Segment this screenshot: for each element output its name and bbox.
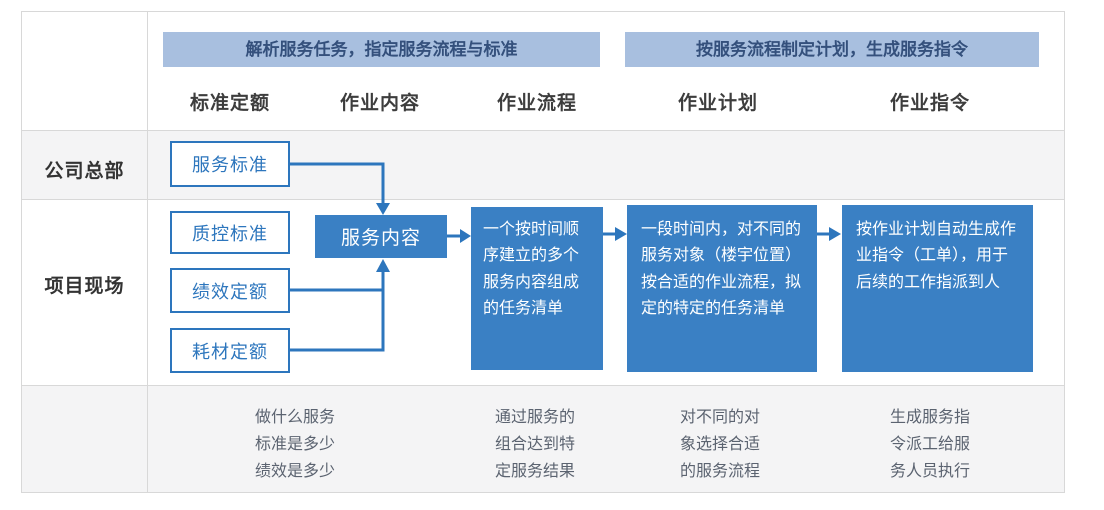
footnote-quota: 做什么服务 标准是多少 绩效是多少 [254, 409, 336, 480]
row-label-headquarters: 公司总部 [44, 161, 125, 182]
box-work-plan-description: 一段时间内，对不同的服务对象（楼宇位置）按合适的作业流程，拟定的特定的任务清单 [627, 205, 817, 372]
grid-line-horizontal-1 [21, 130, 1065, 131]
box-service-standard: 服务标准 [170, 141, 290, 187]
grid-line-vertical [147, 11, 148, 493]
column-header-work-content: 作业内容 [339, 93, 421, 114]
footnote-process: 通过服务的 组合达到特 定服务结果 [494, 409, 576, 480]
column-header-work-order: 作业指令 [889, 93, 971, 114]
row-label-project-site: 项目现场 [44, 276, 125, 297]
box-consumable-quota: 耗材定额 [170, 328, 290, 373]
grid-line-horizontal-2 [21, 199, 1065, 200]
box-work-process-description: 一个按时间顺序建立的多个服务内容组成的任务清单 [471, 207, 603, 370]
box-service-content: 服务内容 [315, 215, 447, 258]
footnote-order: 生成服务指 令派工给服 务人员执行 [889, 409, 971, 480]
footnote-row-background [22, 386, 1064, 492]
header-band-make-plan: 按服务流程制定计划，生成服务指令 [625, 32, 1039, 67]
header-band-parse-tasks: 解析服务任务，指定服务流程与标准 [163, 32, 600, 67]
column-header-standard-quota: 标准定额 [189, 93, 271, 114]
column-header-work-plan: 作业计划 [677, 93, 759, 114]
grid-line-horizontal-3 [21, 385, 1065, 386]
footnote-plan: 对不同的对 象选择合适 的服务流程 [679, 409, 761, 480]
box-work-order-description: 按作业计划自动生成作业指令（工单），用于后续的工作指派到人 [842, 205, 1033, 372]
box-performance-quota: 绩效定额 [170, 268, 290, 313]
column-header-work-process: 作业流程 [496, 93, 578, 114]
box-qc-standard: 质控标准 [170, 211, 290, 254]
